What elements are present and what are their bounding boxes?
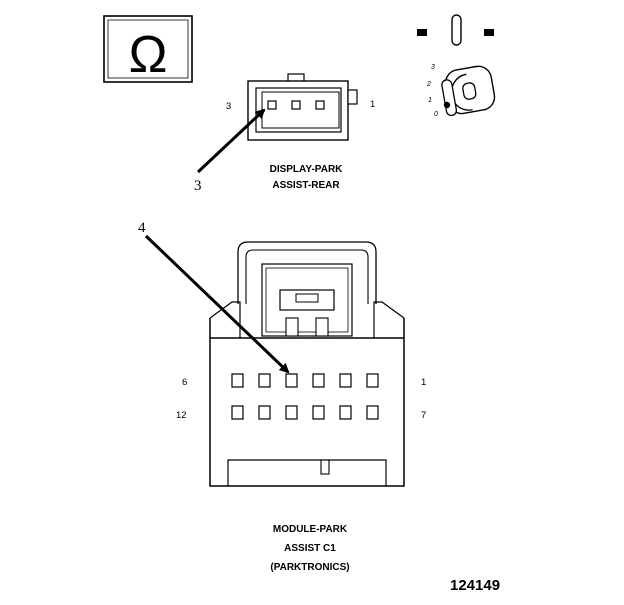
- module-connector-title-line2: ASSIST C1: [284, 543, 336, 554]
- module-pin-7: [366, 405, 379, 420]
- module-pin-3: [312, 373, 325, 388]
- module-pin-1: [366, 373, 379, 388]
- omega-symbol-box: Ω: [103, 15, 193, 84]
- module-pin-5: [258, 373, 271, 388]
- module-pin-row-1: [231, 373, 379, 388]
- module-pin-11: [258, 405, 271, 420]
- key-position-0: 0: [434, 111, 438, 118]
- callout-arrow-4: 4: [138, 220, 290, 374]
- omega-icon: Ω: [129, 26, 168, 84]
- display-connector: 3 1 DISPLAY-PARK ASSIST-REAR: [226, 73, 375, 191]
- display-pin-3: [267, 100, 277, 110]
- display-connector-title-line1: DISPLAY-PARK: [270, 164, 344, 175]
- module-connector-title-line1: MODULE-PARK: [273, 524, 348, 535]
- callout-arrow-3: 3: [194, 108, 266, 194]
- display-connector-title-line2: ASSIST-REAR: [272, 180, 340, 191]
- key-position-2: 2: [426, 81, 431, 88]
- display-pin-label-left: 3: [226, 101, 231, 112]
- module-pin-12: [231, 405, 244, 420]
- display-pin-1: [315, 100, 325, 110]
- ignition-key-icon: 3 2 1 0: [417, 14, 496, 118]
- display-pin-label-right: 1: [370, 99, 375, 110]
- module-connector-title-line3: (PARKTRONICS): [270, 562, 349, 573]
- figure-number: 124149: [450, 577, 500, 594]
- module-pin-6: [231, 373, 244, 388]
- callout-number-4: 4: [138, 220, 146, 236]
- module-pin-row-2: [231, 405, 379, 420]
- module-pin-label-1: 1: [421, 377, 426, 388]
- display-pin-2: [291, 100, 301, 110]
- module-connector: 6 1 12 7 MODULE-PARK ASSIST C1 (PARKTRON…: [176, 241, 426, 573]
- key-position-1: 1: [428, 97, 432, 104]
- key-position-3: 3: [431, 64, 435, 71]
- module-pin-10: [285, 405, 298, 420]
- module-pin-label-12: 12: [176, 410, 187, 421]
- module-pin-9: [312, 405, 325, 420]
- callout-number-3: 3: [194, 178, 202, 194]
- module-pin-2: [339, 373, 352, 388]
- module-pin-4: [285, 373, 298, 388]
- module-pin-8: [339, 405, 352, 420]
- module-pin-label-6: 6: [182, 377, 187, 388]
- module-pin-label-7: 7: [421, 410, 426, 421]
